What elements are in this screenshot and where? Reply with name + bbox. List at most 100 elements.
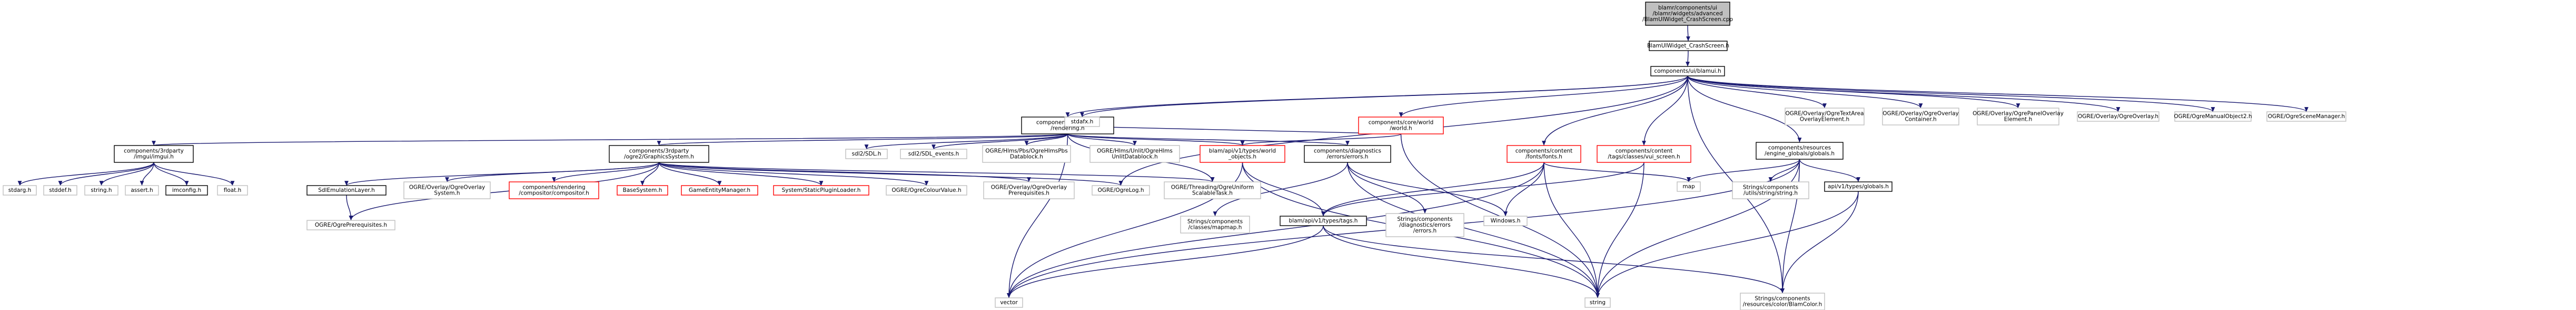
node-box [609,145,709,163]
file-nodes: blamr/components/ui/blamr/widgets/advanc… [3,2,2346,310]
node-crashscreen-h[interactable]: BlamUIWidget_CrashScreen.h [1647,41,1729,51]
node-gameentity-h[interactable]: GameEntityManager.h [681,185,758,196]
edge-tags-h-to-string [1323,225,1600,298]
node-label-line: stddef.h [49,187,71,193]
edge-blamui-h-to-manual-object-h [1687,75,2215,112]
node-box [84,185,118,196]
node-box [1358,117,1444,134]
node-staticplugin-h[interactable]: System/StaticPluginLoader.h [773,185,869,196]
node-ogre-overlay-h: OGRE/Overlay/OgreOverlay.h [2077,111,2159,122]
node-label-line: map [1682,183,1695,190]
node-label-line: /blamr/widgets/advanced [1652,11,1722,17]
node-imgui-h[interactable]: components/3rdparty/imgui/imgui.h [114,145,194,163]
node-box [1200,145,1285,163]
node-graphics-system-h[interactable]: components/3rdparty/ogre2/GraphicsSystem… [609,145,709,163]
node-label-line: OverlayElement.h [1800,117,1849,123]
node-label-line: /compositor/compositor.h [519,190,589,197]
edge-blamui-h-to-scene-manager-h [1687,75,2309,112]
edge-engine-globals-h-to-globals-types-h [1799,159,1860,182]
node-string: string [1584,297,1611,308]
node-box [1092,185,1150,196]
edge-rendering-h-to-hlms-unlit-h [1067,133,1137,146]
node-box [1882,108,1959,125]
node-vui-screen-h[interactable]: components/content/tags/classes/vui_scre… [1597,145,1691,163]
node-string-strings-h: Strings/components/utils/string/string.h [1732,181,1809,199]
node-engine-globals-h[interactable]: components/resources/engine_globals/glob… [1756,142,1844,160]
node-label-line: OGRE/Hlms/Pbs/OgreHlmsPbs [985,148,1067,154]
node-label-line: /errors.h [1413,228,1436,234]
node-world-h[interactable]: components/core/world/world.h [1358,117,1444,134]
node-box [114,145,194,163]
node-label-line: /BlamUIWidget_CrashScreen.cpp [1642,16,1733,23]
node-box [3,185,37,196]
edge-blamui-h-to-overlay-container-h [1687,75,1923,109]
edge-fonts-h-to-windows-h [1503,162,1544,217]
node-fonts-h[interactable]: components/content/fonts/fonts.h [1507,145,1581,163]
node-box [2174,111,2252,122]
node-box [886,185,967,196]
node-blamui-h[interactable]: components/ui/blamui.h [1650,66,1725,76]
node-sdl-h: sdl2/SDL.h [845,149,888,159]
node-label-line: Prerequisites.h [1008,190,1049,197]
edge-fonts-h-to-vector-h [1007,162,1544,298]
node-stddef-h: stddef.h [43,185,77,196]
node-box [1089,145,1180,163]
node-box [165,185,208,196]
node-box [1164,181,1261,199]
edge-graphics-system-h-to-basesystem-h [640,162,660,186]
node-label-line: /imgui/imgui.h [134,154,174,160]
node-objects-h[interactable]: blam/api/v1/types/world_objects.h [1200,145,1285,163]
edge-blamui-h-to-text-overlay-h [1687,75,1827,109]
node-label-line: /utils/string/string.h [1743,190,1798,197]
node-label-line: ScalableTask.h [1192,190,1233,197]
node-ogre-prereq-h: OGRE/OgrePrerequisites.h [306,220,395,230]
edge-imgui-h-to-float-h [153,162,235,186]
edge-vui-screen-h-to-tags-h [1321,162,1644,217]
node-label-line: string.h [91,187,112,193]
node-box [403,181,491,199]
node-box [306,185,387,196]
node-text-overlay-h: OGRE/Overlay/OgreTextAreaOverlayElement.… [1785,108,1865,125]
node-box [1385,213,1464,237]
node-label-line: Windows.h [1491,218,1521,224]
node-label-line: OGRE/Overlay/OgreTextArea [1785,111,1864,117]
node-box [1650,66,1725,76]
edge-imgui-h-to-assert-h [140,162,154,186]
node-label-line: OGRE/Overlay/OgrePanelOverlay [1973,111,2064,117]
node-tags-h[interactable]: blam/api/v1/types/tags.h [1280,216,1367,226]
node-label-line: OGRE/Threading/OgreUniform [1171,185,1254,191]
edge-fonts-h-to-string [1543,162,1600,298]
node-sdl-events-h: sdl2/SDL_events.h [900,149,967,159]
edge-blamui-h-to-vui-screen-h [1642,75,1688,146]
edge-graphics-system-h-to-gameentity-h [658,162,722,186]
node-sdlemulation-h[interactable]: SdlEmulationLayer.h [306,185,387,196]
node-scene-manager-h: OGRE/OgreSceneManager.h [2266,111,2346,122]
edge-imgui-h-to-string-h [99,162,154,186]
edge-world-h-to-objects-h [1240,133,1402,146]
edge-rendering-h-to-sdl-events-h [932,133,1068,150]
node-windows-h: Windows.h [1483,216,1528,226]
node-box [1756,142,1844,160]
node-imconfig-h[interactable]: imconfig.h [165,185,208,196]
node-label-line: /resources/color/BlamColor.h [1743,302,1822,308]
node-label-line: components/ui/blamui.h [1654,68,1721,74]
edge-imgui-h-to-stddef-h [58,162,154,186]
edge-sdlemulation-h-to-ogre-prereq-h [346,195,353,221]
node-globals-types-h[interactable]: api/v1/types/globals.h [1824,181,1893,192]
node-compositor-h[interactable]: components/rendering/compositor/composit… [509,181,599,199]
node-label-line: OGRE/OgreManualObject2.h [2174,113,2252,120]
edge-rendering-h-to-objects-h [1067,133,1245,146]
node-basesystem-h[interactable]: BaseSystem.h [617,185,668,196]
node-label-line: stdarg.h [8,187,31,193]
edge-errors-h-to-string [1347,162,1600,298]
node-label-line: assert.h [131,187,153,193]
node-label-line: OGRE/Overlay/OgreOverlay [409,185,486,191]
node-errors-h[interactable]: components/diagnostics/errors/errors.h [1304,145,1391,163]
node-label-line: stdafx.h [1071,119,1094,125]
node-string-h: string.h [84,185,118,196]
node-vector-h: vector [995,297,1023,308]
node-stdarg-h: stdarg.h [3,185,37,196]
node-label-line: BaseSystem.h [623,187,662,193]
